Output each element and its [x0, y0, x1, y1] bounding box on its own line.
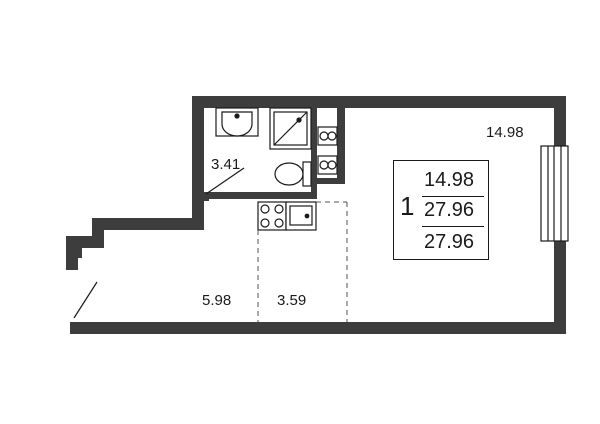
summary-total-area-with-balcony: 27.96 [424, 231, 475, 253]
summary-divider [422, 226, 484, 227]
door-swing-icon [203, 167, 245, 201]
wall-step-5 [66, 248, 82, 258]
summary-divider [422, 196, 484, 197]
wall-left-bathroom [192, 96, 204, 224]
kitchen-zone [257, 201, 348, 322]
wall-shaft-right [337, 108, 345, 184]
summary-living-area: 14.98 [424, 169, 475, 191]
wall-shaft-bottom [317, 178, 345, 184]
wall-bathroom-right [311, 108, 317, 199]
area-hallway: 5.98 [202, 292, 232, 309]
sink-icon [215, 107, 259, 137]
room-count: 1 [400, 191, 415, 221]
wall-bathroom-bottom [204, 192, 316, 199]
wall-step-3 [78, 236, 104, 248]
wall-bottom [70, 322, 566, 334]
window-icon [540, 145, 569, 242]
shower-icon [269, 107, 312, 150]
area-kitchen: 3.59 [277, 292, 307, 309]
wall-stub [70, 264, 76, 270]
wall-top [192, 96, 566, 108]
wall-step-1 [92, 218, 204, 230]
area-living-room: 14.98 [486, 124, 524, 141]
area-bathroom: 3.41 [211, 156, 241, 173]
summary-total-area: 27.96 [424, 199, 475, 221]
entrance-door-icon [73, 281, 98, 319]
area-summary-box: 1 14.98 27.96 27.96 [393, 160, 489, 260]
washing-machine-icon [317, 126, 338, 175]
kitchen-sink-icon [285, 201, 317, 231]
toilet-icon [274, 161, 312, 187]
stove-icon [257, 201, 287, 231]
